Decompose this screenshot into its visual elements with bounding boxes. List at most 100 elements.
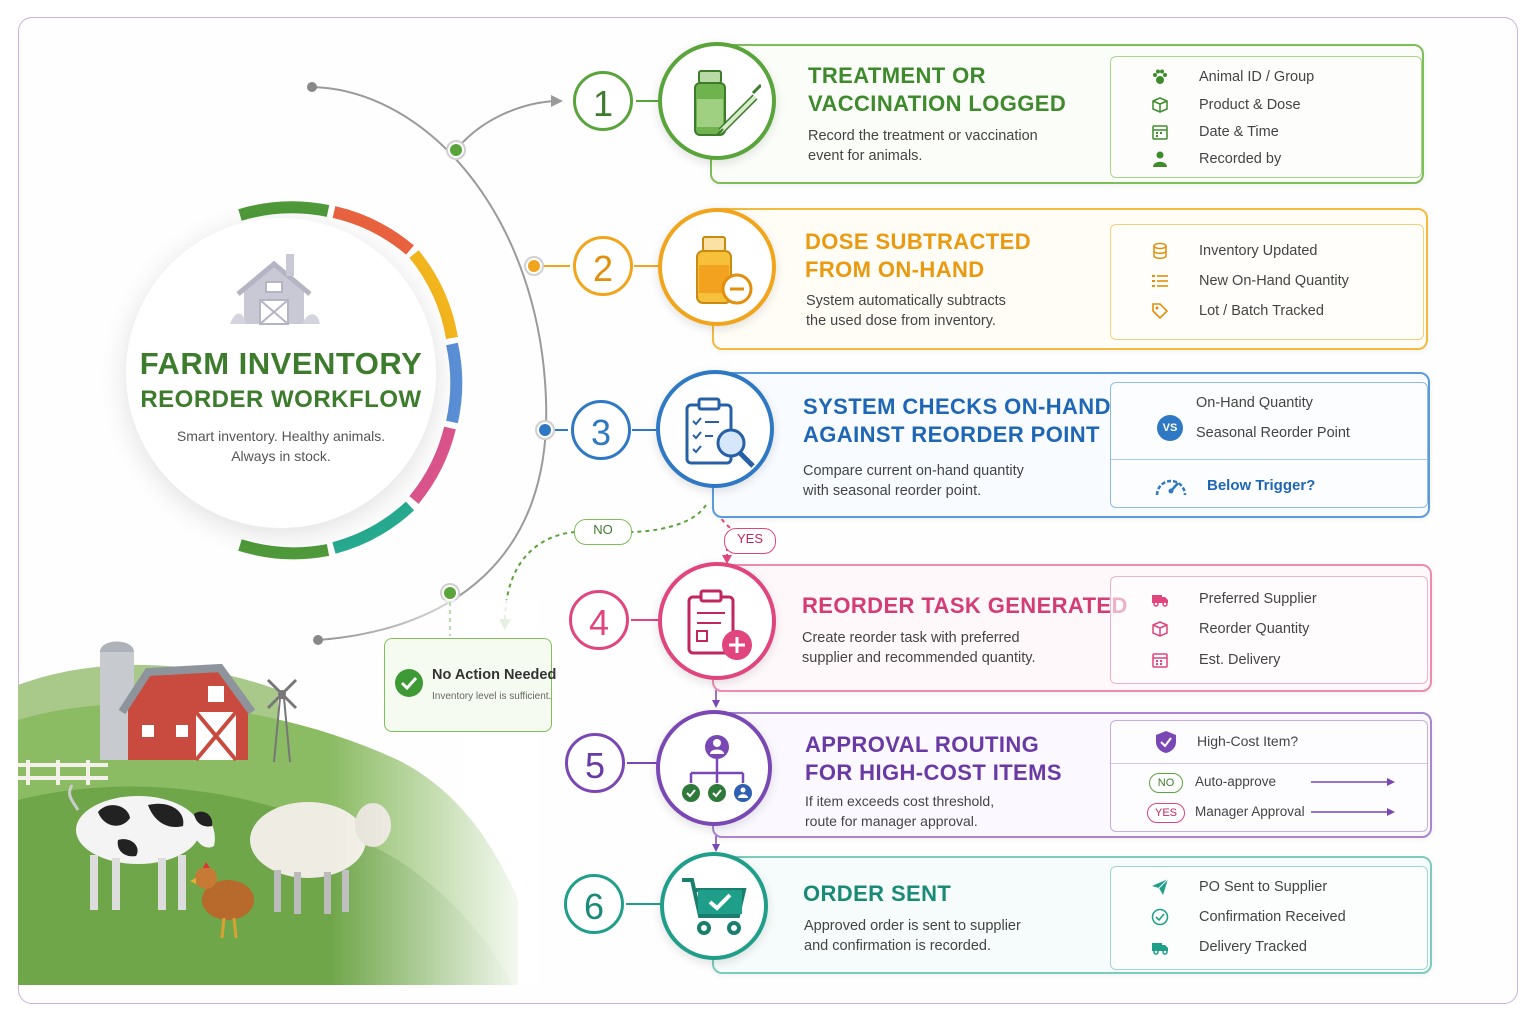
yes-branch-label: YES <box>724 528 776 554</box>
step-5-desc-line2: route for manager approval. <box>805 813 978 829</box>
step-5-number: 5 <box>565 733 625 793</box>
hero-subtitle: REORDER WORKFLOW <box>140 386 422 413</box>
route-arrow <box>1311 808 1395 816</box>
step-2-icon-circle <box>658 208 776 326</box>
farm-landscape-illustration <box>18 600 538 985</box>
detail-label: Animal ID / Group <box>1199 69 1315 85</box>
detail-label: PO Sent to Supplier <box>1199 879 1328 895</box>
step-5-desc-line1: If item exceeds cost threshold, <box>805 793 995 809</box>
step-6-desc-line1: Approved order is sent to supplier <box>804 918 1021 934</box>
no-branch-label: NO <box>574 519 632 545</box>
step-3-compare-panel: VS On-Hand Quantity Seasonal Reorder Poi… <box>1110 382 1428 508</box>
no-action-title: No Action Needed <box>432 667 557 683</box>
route-arrow <box>1311 778 1395 786</box>
step-2-title-line2: FROM ON-HAND <box>805 257 985 282</box>
step-2-title: DOSE SUBTRACTED FROM ON-HAND <box>805 228 1031 284</box>
shield-icon <box>1156 731 1176 753</box>
check-circle-icon <box>395 669 423 697</box>
step-2-title-line1: DOSE SUBTRACTED <box>805 229 1032 254</box>
detail-label: Delivery Tracked <box>1199 939 1307 955</box>
step-3-desc-line1: Compare current on-hand quantity <box>803 463 1024 479</box>
check-circle-icon <box>1151 908 1169 926</box>
step-2-number: 2 <box>573 236 633 296</box>
route-no-badge: NO <box>1149 773 1183 793</box>
step-1-desc-line2: event for animals. <box>808 148 923 164</box>
detail-label: Preferred Supplier <box>1199 591 1317 607</box>
step-4-desc-line1: Create reorder task with preferred <box>802 630 1020 646</box>
send-icon <box>1152 878 1169 895</box>
detail-label: Confirmation Received <box>1199 909 1346 925</box>
hero-circle: FARM INVENTORY REORDER WORKFLOW Smart in… <box>126 218 436 528</box>
hero-ring <box>238 201 463 560</box>
step-5-icon-circle <box>656 710 772 826</box>
step-1-title: TREATMENT OR VACCINATION LOGGED <box>808 62 1066 118</box>
no-action-box: No Action Needed Inventory level is suff… <box>384 638 556 732</box>
step-5-title: APPROVAL ROUTING FOR HIGH-COST ITEMS <box>805 731 1062 787</box>
vs-badge: VS <box>1157 415 1183 441</box>
panel-divider <box>1111 459 1427 460</box>
truck-icon <box>1152 595 1168 607</box>
step-6-desc-line2: and confirmation is recorded. <box>804 938 991 954</box>
truck-icon <box>1152 943 1168 955</box>
step-1-description: Record the treatment or vaccination even… <box>808 126 1078 166</box>
person-icon <box>1153 151 1167 167</box>
tag-icon <box>1152 303 1169 320</box>
step-3-icon-circle <box>656 370 774 488</box>
detail-label: Lot / Batch Tracked <box>1199 303 1324 319</box>
database-icon <box>1153 242 1167 259</box>
cart-check-icon <box>682 878 747 935</box>
step-4-icon-circle <box>658 562 776 680</box>
box-icon <box>1152 621 1168 637</box>
step-5-title-line1: APPROVAL ROUTING <box>805 732 1040 757</box>
below-trigger-question: Below Trigger? <box>1207 477 1316 494</box>
step-3-desc-line2: with seasonal reorder point. <box>803 483 982 499</box>
step-6-title: ORDER SENT <box>803 880 951 908</box>
step-3-number: 3 <box>571 400 631 460</box>
step-1-details-panel: Animal ID / Group Product & Dose Date & … <box>1110 56 1422 178</box>
detail-label: Reorder Quantity <box>1199 621 1310 637</box>
vaccine-vial-syringe-icon <box>694 70 761 136</box>
detail-label: Est. Delivery <box>1199 652 1281 668</box>
gauge-icon <box>1155 479 1187 496</box>
step-3-description: Compare current on-hand quantity with se… <box>803 461 1073 501</box>
step-1-title-line1: TREATMENT OR <box>808 63 986 88</box>
compare-reorder-point: Seasonal Reorder Point <box>1196 425 1350 441</box>
step-5-title-line2: FOR HIGH-COST ITEMS <box>805 760 1062 785</box>
paw-icon <box>1153 69 1167 84</box>
compare-on-hand: On-Hand Quantity <box>1196 395 1313 411</box>
list-icon <box>1152 275 1168 287</box>
bottle-minus-icon <box>696 236 753 305</box>
step-6-title-line1: ORDER SENT <box>803 881 952 906</box>
step-1-title-line2: VACCINATION LOGGED <box>808 91 1067 116</box>
box-icon <box>1152 97 1168 113</box>
step-3-title-line1: SYSTEM CHECKS ON-HAND <box>803 394 1111 419</box>
route-manager-approval: Manager Approval <box>1195 804 1305 819</box>
step-2-desc-line2: the used dose from inventory. <box>806 313 996 329</box>
detail-label: Inventory Updated <box>1199 243 1318 259</box>
hero-tagline-line2: Always in stock. <box>231 448 331 464</box>
step-6-number: 6 <box>564 874 624 934</box>
approval-hierarchy-icon <box>682 735 752 802</box>
hero-tagline: Smart inventory. Healthy animals. Always… <box>166 426 396 466</box>
step-4-title: REORDER TASK GENERATED <box>802 592 1128 620</box>
step-3-title: SYSTEM CHECKS ON-HAND AGAINST REORDER PO… <box>803 393 1111 449</box>
no-action-desc: Inventory level is sufficient. <box>432 691 552 702</box>
step-3-title-line2: AGAINST REORDER POINT <box>803 422 1100 447</box>
step-1-icon-circle <box>658 42 776 160</box>
calendar-icon <box>1152 125 1168 140</box>
hero-title: FARM INVENTORY <box>139 346 423 381</box>
step-1-number: 1 <box>573 71 633 131</box>
step-2-description: System automatically subtracts the used … <box>806 291 1076 331</box>
step-6-description: Approved order is sent to supplier and c… <box>804 916 1074 956</box>
step-4-details-panel: Preferred Supplier Reorder Quantity Est.… <box>1110 576 1428 684</box>
step-4-number: 4 <box>569 590 629 650</box>
detail-label: Recorded by <box>1199 151 1282 167</box>
step-6-icon-circle <box>660 852 768 960</box>
detail-label: Date & Time <box>1199 124 1279 140</box>
detail-label: New On-Hand Quantity <box>1199 273 1349 289</box>
step-5-routing-panel: High-Cost Item? NO Auto-approve YES Mana… <box>1110 720 1428 832</box>
step-4-title-line1: REORDER TASK GENERATED <box>802 593 1128 618</box>
detail-label: Product & Dose <box>1199 97 1301 113</box>
calendar-icon <box>1152 653 1168 668</box>
step-1-desc-line1: Record the treatment or vaccination <box>808 128 1038 144</box>
